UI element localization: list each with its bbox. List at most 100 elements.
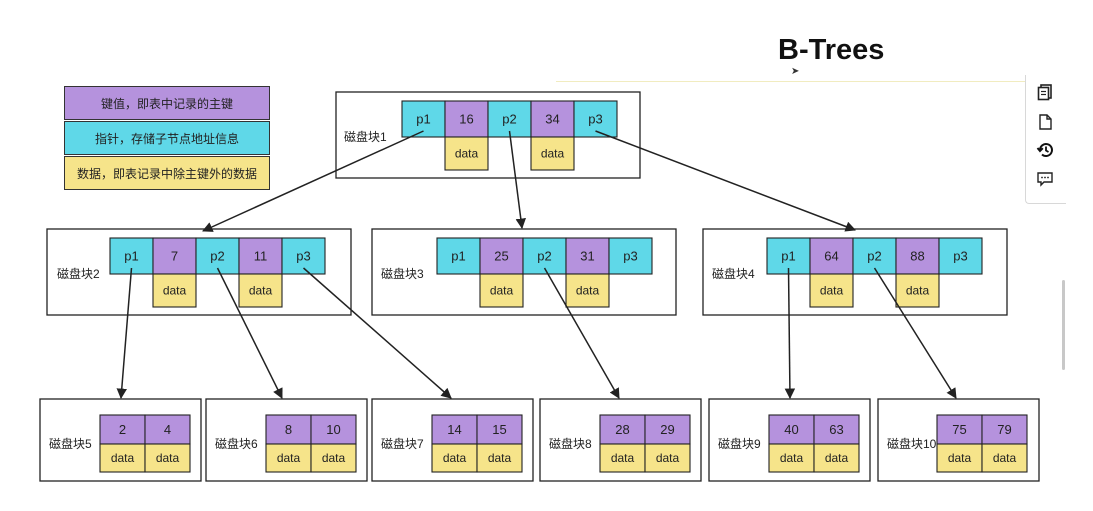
disk-block-label: 磁盘块9 xyxy=(718,436,761,451)
data-cell xyxy=(644,443,691,473)
legend-pointer: 指针，存储子节点地址信息 xyxy=(64,121,270,155)
edge-3-to-8 xyxy=(543,267,620,399)
data-cell xyxy=(981,443,1028,473)
key-value: 28 xyxy=(615,422,629,437)
pointer-label: p2 xyxy=(537,249,551,264)
key-value: 63 xyxy=(829,422,843,437)
disk-block-label: 磁盘块8 xyxy=(549,436,592,451)
disk-block-label: 磁盘块7 xyxy=(381,436,424,451)
pointer-label: p1 xyxy=(781,249,795,264)
data-cell xyxy=(813,443,860,473)
key-cell xyxy=(981,414,1028,445)
data-cell xyxy=(431,443,478,473)
pointer-cell xyxy=(522,237,567,275)
data-label: data xyxy=(993,451,1017,465)
data-cell xyxy=(144,443,191,473)
key-cell xyxy=(530,100,575,138)
data-label: data xyxy=(443,451,467,465)
legend-data: 数据，即表记录中除主键外的数据 xyxy=(64,156,270,190)
pointer-label: p3 xyxy=(588,112,602,127)
key-cell xyxy=(936,414,983,445)
data-label: data xyxy=(906,284,930,298)
data-label: data xyxy=(611,451,635,465)
data-cell xyxy=(895,273,940,308)
key-value: 25 xyxy=(494,249,508,264)
data-cell xyxy=(936,443,983,473)
edge-4-to-10 xyxy=(873,267,957,399)
key-value: 16 xyxy=(459,112,473,127)
key-value: 11 xyxy=(254,249,268,264)
data-label: data xyxy=(111,451,135,465)
key-value: 14 xyxy=(447,422,461,437)
data-label: data xyxy=(277,451,301,465)
key-value: 4 xyxy=(164,422,171,437)
key-value: 8 xyxy=(285,422,292,437)
data-cell xyxy=(265,443,312,473)
key-cell xyxy=(144,414,191,445)
data-cell xyxy=(444,136,489,171)
disk-block-label: 磁盘块4 xyxy=(712,266,755,281)
key-cell xyxy=(768,414,815,445)
data-label: data xyxy=(825,451,849,465)
key-value: 7 xyxy=(171,249,178,264)
data-label: data xyxy=(156,451,180,465)
pointer-cell xyxy=(938,237,983,275)
disk-block-label: 磁盘块1 xyxy=(344,129,387,144)
disk-block-5: 磁盘块5 2 data 4 data xyxy=(39,398,202,482)
comment-icon[interactable] xyxy=(1034,168,1056,190)
data-label: data xyxy=(322,451,346,465)
data-label: data xyxy=(249,284,273,298)
edge-2-to-6 xyxy=(216,267,283,399)
disk-block-8: 磁盘块8 28 data 29 data xyxy=(539,398,702,482)
pointer-label: p3 xyxy=(296,249,310,264)
disk-block-label: 磁盘块10 xyxy=(887,436,937,451)
data-cell xyxy=(152,273,197,308)
pointer-label: p3 xyxy=(953,249,967,264)
key-cell xyxy=(476,414,523,445)
pointer-label: p1 xyxy=(124,249,138,264)
data-label: data xyxy=(455,147,479,161)
data-cell xyxy=(310,443,357,473)
key-cell xyxy=(644,414,691,445)
scrollbar[interactable] xyxy=(1062,280,1065,370)
data-label: data xyxy=(948,451,972,465)
key-value: 34 xyxy=(545,112,559,127)
data-label: data xyxy=(541,147,565,161)
key-cell xyxy=(813,414,860,445)
data-cell xyxy=(238,273,283,308)
disk-block-label: 磁盘块2 xyxy=(57,266,100,281)
data-label: data xyxy=(780,451,804,465)
history-icon[interactable] xyxy=(1034,139,1056,161)
copy-pages-icon[interactable] xyxy=(1034,81,1056,103)
document-icon[interactable] xyxy=(1034,111,1056,133)
key-cell xyxy=(809,237,854,275)
data-label: data xyxy=(576,284,600,298)
disk-block-label: 磁盘块5 xyxy=(49,436,92,451)
disk-block-label: 磁盘块3 xyxy=(381,266,424,281)
data-cell xyxy=(809,273,854,308)
data-cell xyxy=(476,443,523,473)
key-value: 88 xyxy=(910,249,924,264)
pointer-cell xyxy=(608,237,653,275)
data-label: data xyxy=(656,451,680,465)
side-toolbar xyxy=(1025,75,1066,204)
data-label: data xyxy=(490,284,514,298)
key-cell xyxy=(599,414,646,445)
key-value: 2 xyxy=(119,422,126,437)
key-value: 15 xyxy=(492,422,506,437)
legend-key: 键值，即表中记录的主键 xyxy=(64,86,270,120)
data-label: data xyxy=(820,284,844,298)
edge-4-to-9 xyxy=(784,267,796,400)
pointer-label: p2 xyxy=(867,249,881,264)
key-value: 29 xyxy=(660,422,674,437)
edge-1-to-3 xyxy=(508,130,526,230)
key-cell xyxy=(238,237,283,275)
data-label: data xyxy=(163,284,187,298)
